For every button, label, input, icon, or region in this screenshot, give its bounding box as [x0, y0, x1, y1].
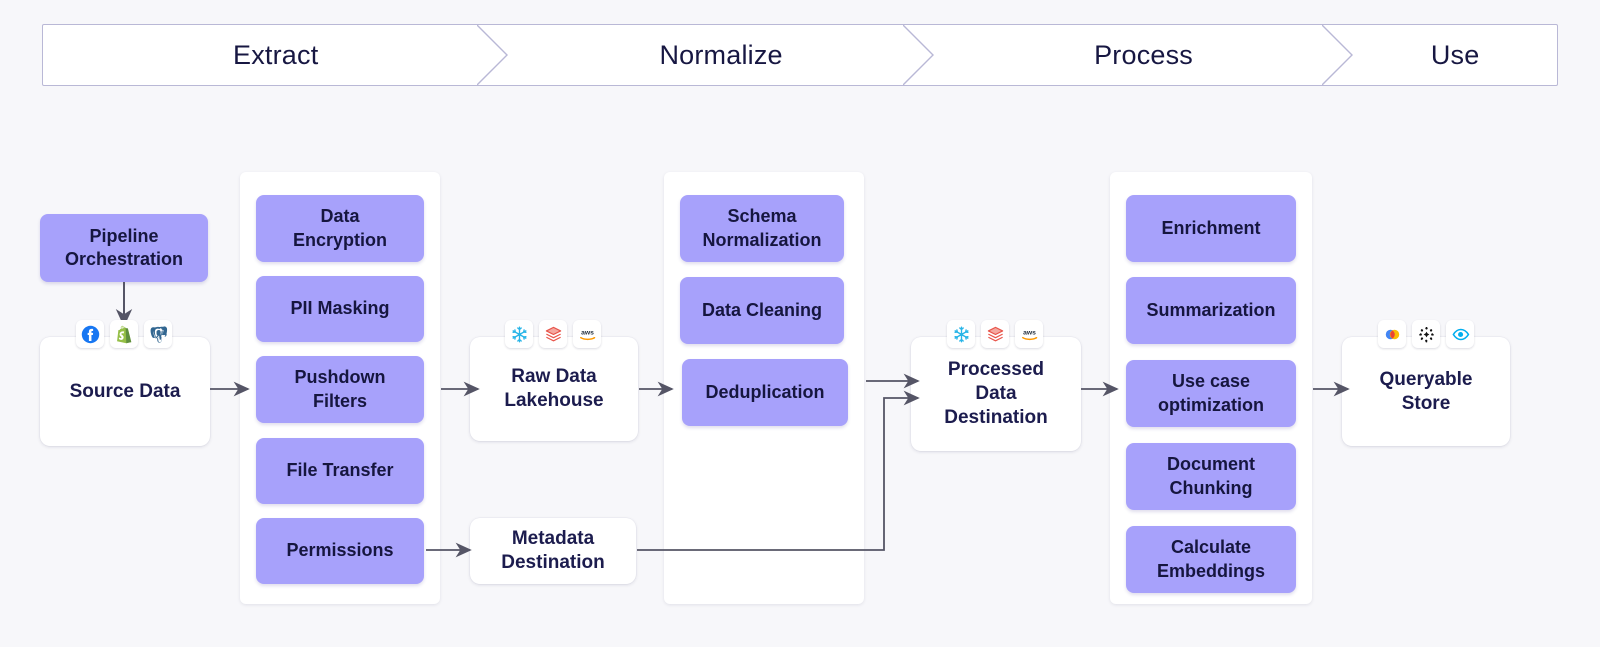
aws-icon[interactable]: aws — [573, 320, 601, 348]
card-summarization[interactable]: Summarization — [1126, 277, 1296, 344]
phase-banner: Extract Normalize Process Use — [42, 24, 1558, 86]
phase-extract[interactable]: Extract — [43, 25, 509, 85]
card-permissions-label: Permissions — [286, 540, 394, 561]
snowflake-icon[interactable] — [947, 320, 975, 348]
aws-icon[interactable]: aws — [1015, 320, 1043, 348]
svg-text:aws: aws — [581, 329, 594, 336]
phase-process[interactable]: Process — [934, 25, 1354, 85]
databricks-icon[interactable] — [981, 320, 1009, 348]
card-pii-masking[interactable]: PII Masking — [256, 276, 424, 342]
phase-normalize-label: Normalize — [659, 39, 783, 70]
card-summarization-label: Summarization — [1146, 299, 1276, 320]
shopify-icon[interactable] — [110, 320, 138, 348]
phase-extract-label: Extract — [232, 39, 319, 70]
chevron-right-icon — [1322, 25, 1354, 85]
card-deduplication[interactable]: Deduplication — [682, 359, 848, 426]
phase-use[interactable]: Use — [1353, 25, 1557, 85]
card-file-transfer-label: File Transfer — [286, 460, 394, 481]
source-data-icon-row — [76, 320, 172, 348]
card-data-cleaning[interactable]: Data Cleaning — [680, 277, 844, 344]
card-pii-masking-label: PII Masking — [290, 298, 390, 319]
card-enrichment[interactable]: Enrichment — [1126, 195, 1296, 262]
snowflake-icon[interactable] — [505, 320, 533, 348]
phase-process-label: Process — [1094, 39, 1194, 70]
queryable-store-icon-row — [1378, 320, 1474, 348]
card-deduplication-label: Deduplication — [705, 381, 825, 402]
node-source-data[interactable]: Source Data — [40, 337, 210, 446]
card-enrichment-label: Enrichment — [1161, 217, 1261, 238]
chevron-right-icon — [477, 25, 509, 85]
raw-data-lakehouse-icon-row: aws — [505, 320, 601, 348]
card-data-cleaning-label: Data Cleaning — [701, 299, 823, 320]
mongodb-icon[interactable] — [1446, 320, 1474, 348]
facebook-icon[interactable] — [76, 320, 104, 348]
pinecone-icon[interactable] — [1378, 320, 1406, 348]
svg-text:aws: aws — [1023, 329, 1036, 336]
weaviate-icon[interactable] — [1412, 320, 1440, 348]
phase-normalize[interactable]: Normalize — [508, 25, 935, 85]
card-file-transfer[interactable]: File Transfer — [256, 438, 424, 504]
databricks-icon[interactable] — [539, 320, 567, 348]
postgresql-icon[interactable] — [144, 320, 172, 348]
card-permissions[interactable]: Permissions — [256, 518, 424, 584]
chevron-right-icon — [902, 25, 935, 85]
phase-use-label: Use — [1430, 39, 1480, 70]
processed-data-destination-icon-row: aws — [947, 320, 1043, 348]
node-source-data-label: Source Data — [69, 380, 181, 402]
